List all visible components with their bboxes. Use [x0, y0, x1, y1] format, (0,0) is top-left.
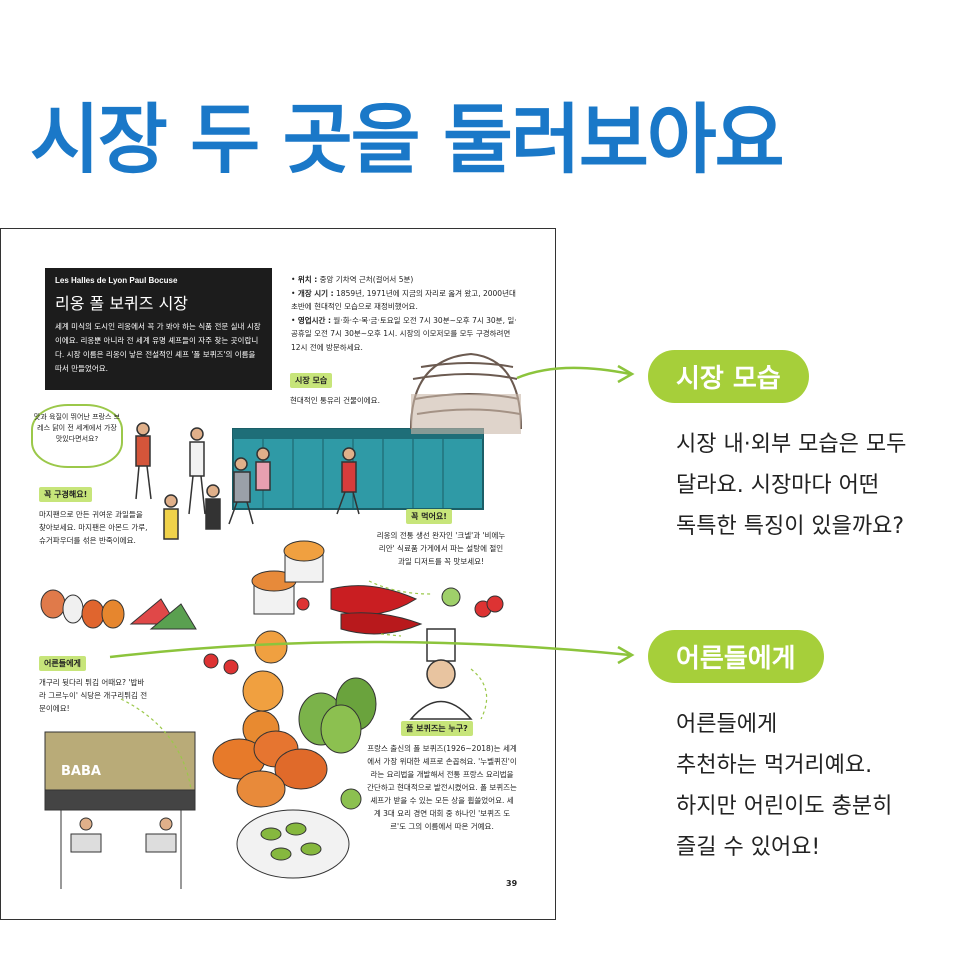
must-eat-text: 리옹의 전통 생선 완자인 '크넬'과 '비에누리안' 식료품 가게에서 파는 …	[376, 531, 506, 566]
desserts-illustration	[251, 540, 504, 635]
chef-portrait-illustration	[409, 628, 473, 720]
shoppers-illustration	[135, 422, 360, 540]
market-view-caption: 현대적인 통유리 건물이에요.	[290, 396, 380, 405]
page-number: 39	[506, 879, 518, 888]
info-hours-value: 월·화·수·목·금·토요일 오전 7시 30분~오후 7시 30분, 일·공휴일…	[291, 315, 517, 352]
bocuse-text: 프랑스 출신의 폴 보퀴즈(1926~2018)는 세계에서 가장 위대한 셰프…	[367, 744, 517, 831]
adults-line-1: 어른들에게	[676, 712, 778, 737]
adults-line-3: 하지만 어린이도 충분히	[676, 794, 893, 819]
info-location-label: 위치 :	[297, 275, 318, 284]
intro-description: 세계 미식의 도시인 리옹에서 꼭 가 봐야 하는 식품 전문 실내 시장이에요…	[55, 322, 261, 373]
fruit-pile-illustration	[203, 630, 377, 879]
must-see-tag: 꼭 구경해요!	[39, 487, 93, 502]
restaurant-illustration	[44, 731, 196, 889]
info-hours-label: 영업시간 :	[297, 315, 332, 325]
adults-pill: 어른들에게	[648, 630, 824, 683]
must-see-text: 마지팬으로 만든 귀여운 과일들을 찾아보세요. 마지팬은 아몬드 가루, 슈거…	[39, 510, 148, 545]
info-opening-label: 개장 시기 :	[297, 288, 334, 298]
intro-title-en: Les Halles de Lyon Paul Bocuse	[55, 276, 178, 285]
book-page: BABA Les Halles de Lyon Paul Bocuse 리옹 폴…	[0, 228, 556, 920]
page-headline: 시장 두 곳을 둘러보아요	[30, 95, 785, 184]
info-opening-value: 1859년, 1971년에 지금의 자리로 옮겨 왔고, 2000년대 초반에 …	[291, 288, 516, 312]
market-view-pill: 시장 모습	[648, 350, 809, 403]
adults-text: 개구리 뒷다리 튀김 어때요? '밥바 라 그르누이' 식당은 개구리튀김 전문…	[39, 678, 148, 713]
market-arrow-head	[617, 364, 635, 384]
market-line-2: 달라요. 시장마다 어떤	[676, 473, 880, 498]
marzipan-fruits-illustration	[40, 589, 197, 630]
restaurant-sign: BABA	[61, 764, 101, 779]
info-hours: • 영업시간 : 월·화·수·목·금·토요일 오전 7시 30분~오후 7시 3…	[291, 315, 517, 352]
market-view-description: 시장 내·외부 모습은 모두 달라요. 시장마다 어떤 독특한 특징이 있을까요…	[676, 424, 906, 547]
market-line-1: 시장 내·외부 모습은 모두	[676, 432, 907, 457]
adults-description: 어른들에게 추천하는 먹거리예요. 하지만 어린이도 충분히 즐길 수 있어요!	[676, 704, 892, 868]
adults-tag: 어른들에게	[39, 656, 86, 671]
market-view-tag: 시장 모습	[290, 373, 333, 388]
market-building-illustration	[232, 352, 522, 510]
intro-box: Les Halles de Lyon Paul Bocuse 리옹 폴 보퀴즈 …	[45, 268, 272, 390]
adults-line-2: 추천하는 먹거리예요.	[676, 753, 873, 778]
info-opening: • 개장 시기 : 1859년, 1971년에 지금의 자리로 옮겨 왔고, 2…	[291, 288, 516, 312]
speech-bubble: 맛과 육질이 뛰어난 프랑스 브레스 닭이 전 세계에서 가장 맛있다면서요?	[31, 404, 123, 468]
dashed-guides	[120, 580, 488, 790]
info-list: • 위치 : 중앙 기차역 근처(걸어서 5분) • 개장 시기 : 1859년…	[291, 273, 521, 354]
info-location-value: 중앙 기차역 근처(걸어서 5분)	[319, 275, 414, 284]
intro-title-ko: 리옹 폴 보퀴즈 시장	[55, 294, 189, 313]
market-line-3: 독특한 특징이 있을까요?	[676, 514, 905, 539]
info-location: • 위치 : 중앙 기차역 근처(걸어서 5분)	[291, 275, 414, 284]
adults-line-4: 즐길 수 있어요!	[676, 835, 821, 860]
must-eat-tag: 꼭 먹어요!	[406, 509, 452, 524]
adults-arrow-head	[617, 645, 635, 665]
bocuse-tag: 폴 보퀴즈는 누구?	[401, 721, 473, 736]
